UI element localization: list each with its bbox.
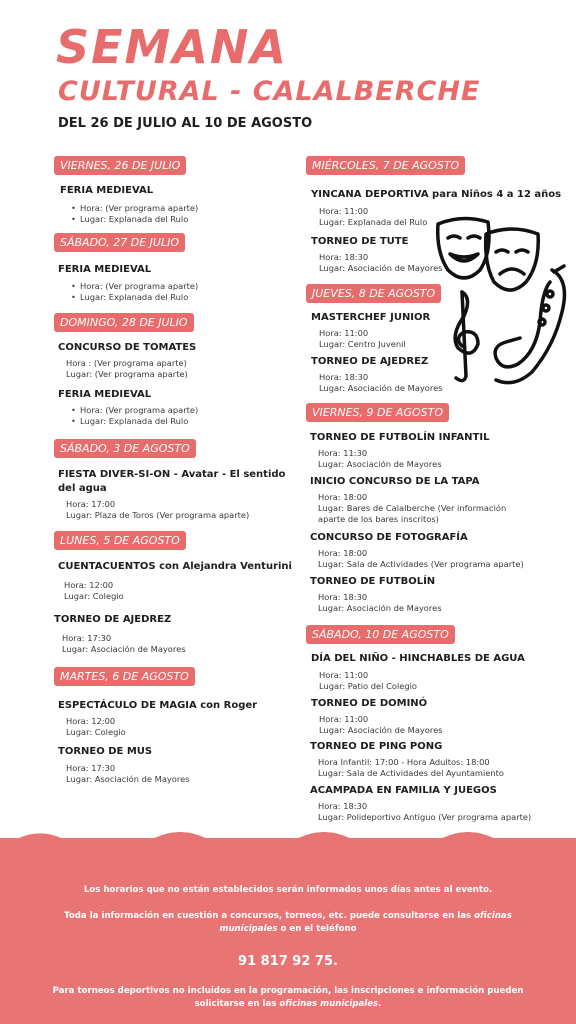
- event-place: Lugar: Polideportivo Antiguo (Ver progra…: [318, 812, 532, 822]
- event-time: Hora : (Ver programa aparte): [66, 358, 187, 368]
- event-place: Lugar: Centro Juvenil: [319, 339, 406, 349]
- event-place: Lugar: Colegio: [64, 591, 124, 601]
- phone-number: 91 817 92 75.: [238, 954, 338, 969]
- event-title: INICIO CONCURSO DE LA TAPA: [310, 476, 480, 487]
- day-badge: VIERNES, 26 DE JULIO: [54, 156, 187, 175]
- event-place: Lugar: Explanada del Rulo: [71, 416, 188, 427]
- event-title: DÍA DEL NIÑO - HINCHABLES DE AGUA: [311, 653, 525, 664]
- event-time: Hora: 11:00: [319, 328, 369, 338]
- footer-sports-text: Para torneos deportivos no incluidos en …: [52, 986, 524, 996]
- event-title: TORNEO DE TUTE: [311, 236, 409, 247]
- event-title: FERIA MEDIEVAL: [60, 185, 154, 196]
- event-place: Lugar: Explanada del Rulo: [71, 214, 188, 225]
- footer-note: Los horarios que no están establecidos s…: [83, 885, 493, 895]
- event-time: Hora Infantil: 17:00 - Hora Adultos: 18:…: [318, 757, 490, 767]
- date-range: DEL 26 DE JULIO AL 10 DE AGOSTO: [58, 116, 313, 131]
- event-place: Lugar: Sala de Actividades del Ayuntamie…: [318, 768, 504, 778]
- event-time: Hora: 17:30: [62, 633, 112, 643]
- event-title: TORNEO DE DOMINÓ: [311, 698, 428, 709]
- event-place: Lugar: Explanada del Rulo: [319, 217, 428, 227]
- event-time: Hora: 12:00: [64, 580, 114, 590]
- event-place: Lugar: Explanada del Rulo: [71, 292, 188, 303]
- event-place: Lugar: Asociación de Mayores: [319, 383, 443, 393]
- event-time: Hora: (Ver programa aparte): [71, 405, 198, 416]
- event-title: CONCURSO DE TOMATES: [58, 342, 197, 353]
- event-title: CONCURSO DE FOTOGRAFÍA: [310, 532, 468, 543]
- day-badge: MIÉRCOLES, 7 DE AGOSTO: [306, 156, 466, 175]
- footer-sports-text: .: [378, 999, 382, 1009]
- footer-info-italic: oficinas: [474, 911, 512, 921]
- event-time: Hora: (Ver programa aparte): [71, 203, 198, 214]
- event-place: Lugar: Asociación de Mayores: [66, 774, 190, 784]
- event-title: TORNEO DE FUTBOLÍN: [310, 576, 436, 587]
- event-time: Hora: 12:00: [66, 716, 116, 726]
- event-place: Lugar: Asociación de Mayores: [319, 725, 443, 735]
- event-title: FERIA MEDIEVAL: [58, 264, 152, 275]
- footer-sports-italic: oficinas municipales: [279, 999, 379, 1009]
- event-time: Hora: (Ver programa aparte): [71, 281, 198, 292]
- footer-sports-text: solicitarse en las: [194, 999, 277, 1009]
- event-place: Lugar: Sala de Actividades (Ver programa…: [318, 559, 524, 569]
- footer-info-text: Toda la información en cuestión a concur…: [64, 911, 472, 921]
- footer-info-text: o en el teléfono: [280, 924, 357, 934]
- event-title: del agua: [58, 483, 107, 494]
- poster-subtitle: CULTURAL - CALALBERCHE: [58, 76, 481, 107]
- event-place: Lugar: Asociación de Mayores: [62, 644, 186, 654]
- event-time: Hora: 18:30: [319, 372, 369, 382]
- footer-sports: Para torneos deportivos no incluidos en …: [40, 985, 536, 1011]
- event-title: TORNEO DE MUS: [58, 746, 153, 757]
- event-place: Lugar: Patio del Colegio: [319, 681, 418, 691]
- day-badge: SÁBADO, 3 DE AGOSTO: [54, 439, 196, 458]
- footer-info-italic: municipales: [219, 924, 278, 934]
- event-title: ACAMPADA EN FAMILIA Y JUEGOS: [310, 785, 497, 796]
- event-time: Hora: 11:00: [319, 206, 369, 216]
- event-place: Lugar: Colegio: [66, 727, 126, 737]
- event-time: Hora: 18:30: [319, 252, 369, 262]
- event-place: Lugar: Asociación de Mayores: [318, 603, 442, 613]
- event-title: YINCANA DEPORTIVA para Niños 4 a 12 años: [311, 189, 562, 200]
- footer-panel: [0, 838, 576, 1024]
- event-title: FIESTA DIVER-SI-ON - Avatar - El sentido: [58, 469, 286, 480]
- day-badge: JUEVES, 8 DE AGOSTO: [306, 284, 442, 303]
- event-time: Hora: 18:30: [318, 592, 368, 602]
- event-place: Lugar: (Ver programa aparte): [66, 369, 188, 379]
- event-time: Hora: 11:00: [319, 670, 369, 680]
- event-title: ESPECTÁCULO DE MAGIA con Roger: [58, 700, 258, 711]
- event-time: Hora: 17:30: [66, 763, 116, 773]
- event-place: Lugar: Plaza de Toros (Ver programa apar…: [66, 510, 250, 520]
- event-title: TORNEO DE AJEDREZ: [54, 614, 172, 625]
- theatre-masks-music-icon: [435, 216, 567, 385]
- day-badge: LUNES, 5 DE AGOSTO: [54, 531, 186, 550]
- footer-info: Toda la información en cuestión a concur…: [40, 910, 536, 936]
- event-title: TORNEO DE FUTBOLÍN INFANTIL: [310, 432, 490, 443]
- event-title: TORNEO DE AJEDREZ: [311, 356, 429, 367]
- event-time: Hora: 11:30: [318, 448, 368, 458]
- event-time: Hora: 11:00: [319, 714, 369, 724]
- event-title: TORNEO DE PING PONG: [310, 741, 443, 752]
- event-time: Hora: 18:30: [318, 801, 368, 811]
- event-place-cont: aparte de los bares inscritos): [318, 514, 439, 524]
- poster-title: SEMANA: [56, 20, 289, 74]
- day-badge: MARTES, 6 DE AGOSTO: [54, 667, 195, 686]
- event-place: Lugar: Asociación de Mayores: [318, 459, 442, 469]
- event-place: Lugar: Bares de Calalberche (Ver informa…: [318, 503, 507, 513]
- event-time: Hora: 17:00: [66, 499, 116, 509]
- event-title: CUENTACUENTOS con Alejandra Venturini: [58, 561, 292, 572]
- event-time: Hora: 18:00: [318, 492, 368, 502]
- event-place: Lugar: Asociación de Mayores: [319, 263, 443, 273]
- day-badge: DOMINGO, 28 DE JULIO: [54, 313, 194, 332]
- day-badge: VIERNES, 9 DE AGOSTO: [306, 403, 449, 422]
- event-title: FERIA MEDIEVAL: [58, 389, 152, 400]
- day-badge: SÁBADO, 10 DE AGOSTO: [306, 625, 455, 644]
- day-badge: SÁBADO, 27 DE JULIO: [54, 233, 185, 252]
- event-time: Hora: 18:00: [318, 548, 368, 558]
- event-title: MASTERCHEF JUNIOR: [311, 312, 431, 323]
